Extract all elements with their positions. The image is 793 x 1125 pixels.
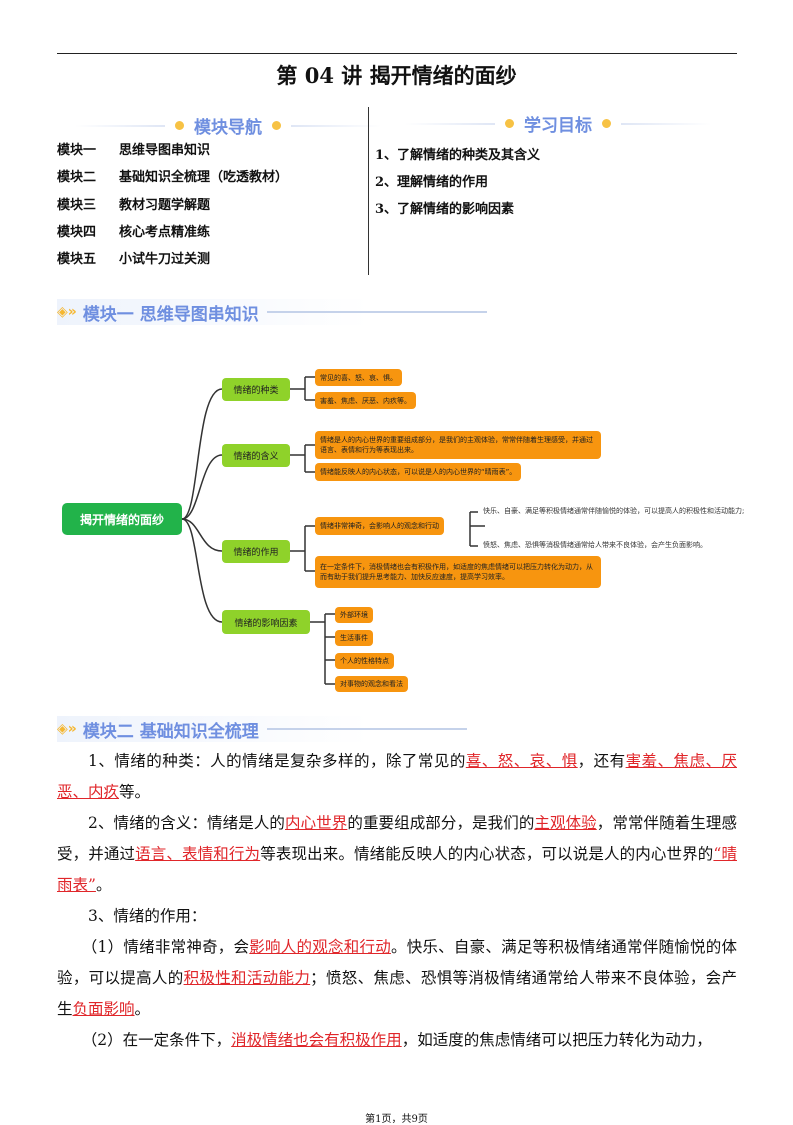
text-segment: 。快乐、自豪、满足等积极情绪通常伴随愉悦的体验，可以提高人的 (57, 938, 737, 987)
role-sub-item: 快乐、自豪、满足等积极情绪通常伴随愉悦的体验，可以提高人的积极性和活动能力; (483, 507, 745, 515)
text-segment: ，常常伴随着生理感受，并通过 (57, 814, 737, 863)
nav-heading: 模块导航 (75, 113, 381, 138)
dot-icon (175, 121, 184, 130)
text-segment: 。 (95, 876, 112, 894)
role-sub-item: 愤怒、焦虑、恐惧等消极情绪通常给人带来不良体验，会产生负面影响。 (483, 541, 707, 549)
nav-item: 模块一 思维导图串知识 (57, 139, 288, 166)
key-term: 影响人的观念和行动 (249, 938, 391, 956)
key-term: 喜、怒、哀、惧 (465, 752, 578, 770)
goals-heading: 学习目标 (405, 111, 711, 136)
key-term: 积极性和活动能力 (183, 969, 311, 987)
nav-item-label: 教材习题学解题 (119, 197, 211, 213)
paragraph: （1）情绪非常神奇，会影响人的观念和行动。快乐、自豪、满足等积极情绪通常伴随愉悦… (57, 932, 737, 1025)
text-segment: （1）情绪非常神奇，会 (81, 938, 250, 956)
types-item: 常见的喜、怒、哀、惧。 (315, 369, 402, 386)
goal-item: 2、理解情绪的作用 (375, 175, 489, 190)
module-nav-list: 模块一 思维导图串知识模块二 基础知识全梳理（吃透教材） 模块三 教材习题学解题模块四 核… (57, 139, 288, 275)
node-factors: 情绪的影响因素 (222, 610, 310, 634)
nav-item-key: 模块一 (57, 143, 97, 158)
header-rule (57, 53, 737, 54)
text-segment: ，还有 (577, 752, 626, 770)
role-item: 情绪非常神奇，会影响人的观念和行动 (315, 517, 444, 535)
factor-item: 对事物的观念和看法 (335, 676, 408, 692)
dot-icon (505, 119, 514, 128)
factor-item: 外部环境 (335, 607, 373, 623)
nav-item-key: 模块三 (57, 197, 97, 213)
goal-item: 1、了解情绪的种类及其含义 (375, 148, 541, 163)
diamond-arrow-icon: ◈» (57, 721, 77, 737)
module2-title: 模块二 基础知识全梳理 (82, 721, 259, 742)
paragraph: （2）在一定条件下，消极情绪也会有积极作用，如适度的焦虑情绪可以把压力转化为动力… (57, 1025, 737, 1056)
key-term: 语言、表情和行为 (135, 845, 261, 863)
mind-map-root: 揭开情绪的面纱 (62, 503, 182, 535)
nav-item-key: 模块五 (57, 252, 97, 268)
module1-banner: ◈» 模块一 思维导图串知识 (57, 299, 577, 325)
column-divider (368, 107, 369, 275)
page-footer: 第1页，共9页 (365, 1114, 428, 1125)
body-text: 1、情绪的种类：人的情绪是复杂多样的，除了常见的喜、怒、哀、惧，还有害羞、焦虑、… (57, 746, 737, 1056)
paragraph: 1、情绪的种类：人的情绪是复杂多样的，除了常见的喜、怒、哀、惧，还有害羞、焦虑、… (57, 746, 737, 808)
meaning-item: 情绪能反映人的内心状态，可以说是人的内心世界的“晴雨表”。 (315, 463, 522, 481)
module1-title: 模块一 思维导图串知识 (82, 304, 259, 325)
types-item: 害羞、焦虑、厌恶、内疚等。 (315, 392, 416, 409)
key-term: 内心世界 (285, 814, 348, 832)
text-segment: 的重要组成部分，是我们的 (347, 814, 535, 832)
nav-item: 模块二 基础知识全梳理（吃透教材） (57, 166, 288, 193)
goal-item: 3、了解情绪的影响因素 (375, 202, 515, 217)
page-title: 第 04 讲 揭开情绪的面纱 (276, 63, 517, 88)
learning-goals: 1、了解情绪的种类及其含义 2、理解情绪的作用 3、了解情绪的影响因素 (375, 144, 540, 225)
nav-item: 模块四 核心考点精准练 (57, 221, 288, 248)
nav-item-label: 思维导图串知识 (119, 143, 211, 158)
nav-item-label: 基础知识全梳理（吃透教材） (119, 170, 289, 186)
factor-item: 个人的性格特点 (335, 653, 394, 669)
diamond-arrow-icon: ◈» (57, 304, 77, 320)
text-segment: ，如适度的焦虑情绪可以把压力转化为动力， (401, 1031, 712, 1049)
nav-item-key: 模块四 (57, 224, 97, 240)
node-meaning: 情绪的含义 (222, 444, 290, 467)
text-segment: 1、情绪的种类：人的情绪是复杂多样的，除了常见的 (88, 752, 466, 770)
nav-item-key: 模块二 (57, 170, 97, 186)
text-segment: 3、情绪的作用： (88, 907, 207, 925)
goals-heading-text: 学习目标 (524, 116, 592, 136)
paragraph: 3、情绪的作用： (57, 901, 737, 932)
nav-heading-text: 模块导航 (194, 118, 262, 138)
nav-item: 模块五 小试牛刀过关测 (57, 248, 288, 275)
key-term: “晴雨表” (57, 845, 737, 894)
nav-item: 模块三 教材习题学解题 (57, 194, 288, 221)
dot-icon (602, 119, 611, 128)
module2-banner: ◈» 模块二 基础知识全梳理 (57, 716, 577, 742)
mind-map-connectors (181, 376, 485, 685)
factor-item: 生活事件 (335, 630, 373, 646)
text-segment: ；愤怒、焦虑、恐惧等消极情绪通常给人带来不良体验，会产生 (57, 969, 737, 1018)
nav-item-label: 核心考点精准练 (119, 224, 211, 240)
node-types: 情绪的种类 (222, 378, 290, 401)
key-term: 消极情绪也会有积极作用 (231, 1031, 402, 1049)
text-segment: 。 (134, 1000, 151, 1018)
paragraph: 2、情绪的含义：情绪是人的内心世界的重要组成部分，是我们的主观体验，常常伴随着生… (57, 808, 737, 901)
text-segment: （2）在一定条件下， (81, 1031, 232, 1049)
key-term: 负面影响 (72, 1000, 135, 1018)
dot-icon (272, 121, 281, 130)
text-segment: 等表现出来。情绪能反映人的内心状态，可以说是人的内心世界的 (260, 845, 714, 863)
text-segment: 等。 (119, 783, 151, 801)
meaning-item: 情绪是人的内心世界的重要组成部分，是我们的主观体验，常常伴随着生理感受，并通过语… (315, 431, 601, 459)
text-segment: 2、情绪的含义：情绪是人的 (88, 814, 285, 832)
key-term: 害羞、焦虑、厌恶、内疚 (57, 752, 737, 801)
node-role: 情绪的作用 (222, 540, 290, 563)
nav-item-label: 小试牛刀过关测 (119, 252, 211, 268)
key-term: 主观体验 (534, 814, 597, 832)
role-item: 在一定条件下，消极情绪也会有积极作用，如适度的焦虑情绪可以把压力转化为动力，从而… (315, 556, 601, 588)
